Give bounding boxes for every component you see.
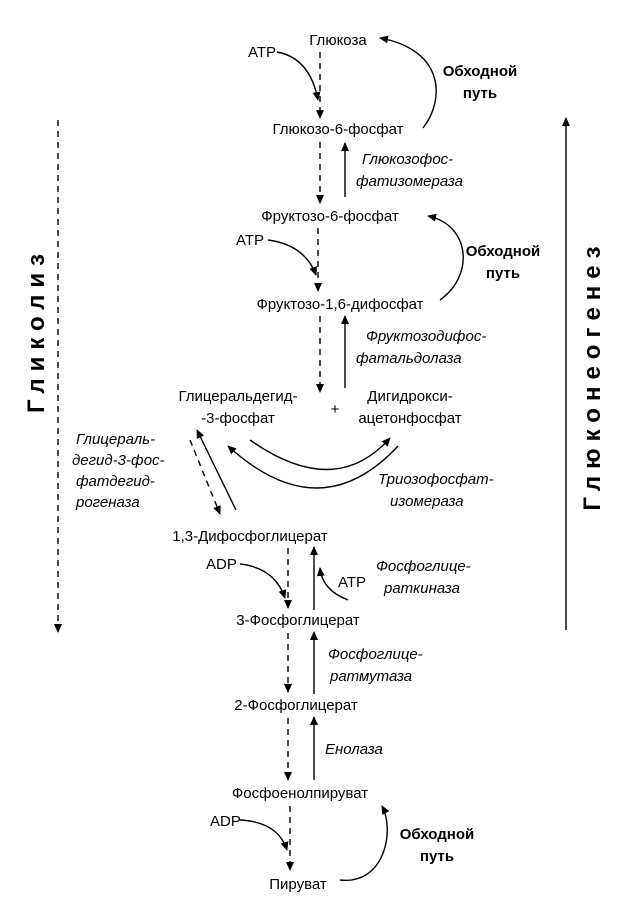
dihydroxyacetone-phosphate-line1: Дигидрокси- (367, 388, 452, 405)
enzyme-gpi-line2: фатизомераза (356, 173, 463, 190)
enzyme-pgk-line2: раткиназа (383, 580, 460, 597)
enzyme-pgm-line2: ратмутаза (329, 668, 412, 685)
enzyme-gapdh-line1: Глицераль- (76, 431, 155, 448)
3-phosphoglycerate: 3-Фосфоглицерат (236, 612, 360, 629)
glycolysis-arrows (189, 52, 324, 871)
pyruvate: Пируват (269, 876, 327, 893)
bypass-1-line2: путь (463, 85, 497, 102)
bypass-2-line1: Обходной (466, 243, 540, 260)
cofactor-arrows (239, 51, 349, 851)
tpi-arrows (227, 437, 399, 489)
bypass-3-line1: Обходной (400, 826, 474, 843)
enzyme-tpi-line1: Триозофосфат- (378, 471, 494, 488)
metabolites: Глюкоза Глюкозо-6-фосфат Фруктозо-6-фосф… (172, 32, 462, 893)
adp-label-2: ADP (210, 813, 241, 830)
enzyme-pgk-line1: Фосфоглице- (376, 558, 471, 575)
atp-label-1: ATP (248, 44, 276, 61)
glucose-6-phosphate: Глюкозо-6-фосфат (273, 121, 404, 138)
glyceraldehyde-3-phosphate-line2: -3-фосфат (201, 410, 275, 427)
bypass-3-line2: путь (420, 848, 454, 865)
glyceraldehyde-3-phosphate-line1: Глицеральдегид- (178, 388, 297, 405)
fructose-1-6-bisphosphate: Фруктозо-1,6-дифосфат (256, 296, 423, 313)
enzyme-gapdh-line4: рогеназа (75, 494, 140, 511)
glycolysis-label: Гликолиз (23, 247, 50, 413)
enzyme-enolase: Енолаза (325, 741, 383, 758)
enzyme-pgm-line1: Фосфоглице- (328, 646, 423, 663)
enzyme-aldolase-line1: Фруктозодифос- (366, 328, 486, 345)
enzyme-aldolase-line2: фатальдолаза (356, 350, 462, 367)
dihydroxyacetone-phosphate-line2: ацетонфосфат (358, 410, 461, 427)
bypass-arrows (339, 35, 464, 881)
bypass-2-line2: путь (486, 265, 520, 282)
glucose: Глюкоза (309, 32, 367, 49)
enzyme-tpi-line2: изомераза (390, 493, 464, 510)
gluconeogenesis-label: Глюконеогенез (579, 239, 606, 510)
enzyme-gapdh-line3: фатдегид- (76, 473, 155, 490)
adp-label-1: ADP (206, 556, 237, 573)
enzyme-gpi-line1: Глюкозофос- (362, 151, 453, 168)
2-phosphoglycerate: 2-Фосфоглицерат (234, 697, 358, 714)
atp-label-3: ATP (338, 574, 366, 591)
gluconeogenesis-arrows (196, 142, 349, 780)
1-3-bisphosphoglycerate: 1,3-Дифосфоглицерат (172, 528, 328, 545)
enzyme-gapdh-line2: дегид-3-фос- (72, 452, 165, 469)
fructose-6-phosphate: Фруктозо-6-фосфат (261, 208, 399, 225)
phosphoenolpyruvate: Фосфоенолпируват (232, 785, 368, 802)
atp-label-2: ATP (236, 232, 264, 249)
plus-sign: + (331, 401, 340, 418)
bypass-1-line1: Обходной (443, 63, 517, 80)
